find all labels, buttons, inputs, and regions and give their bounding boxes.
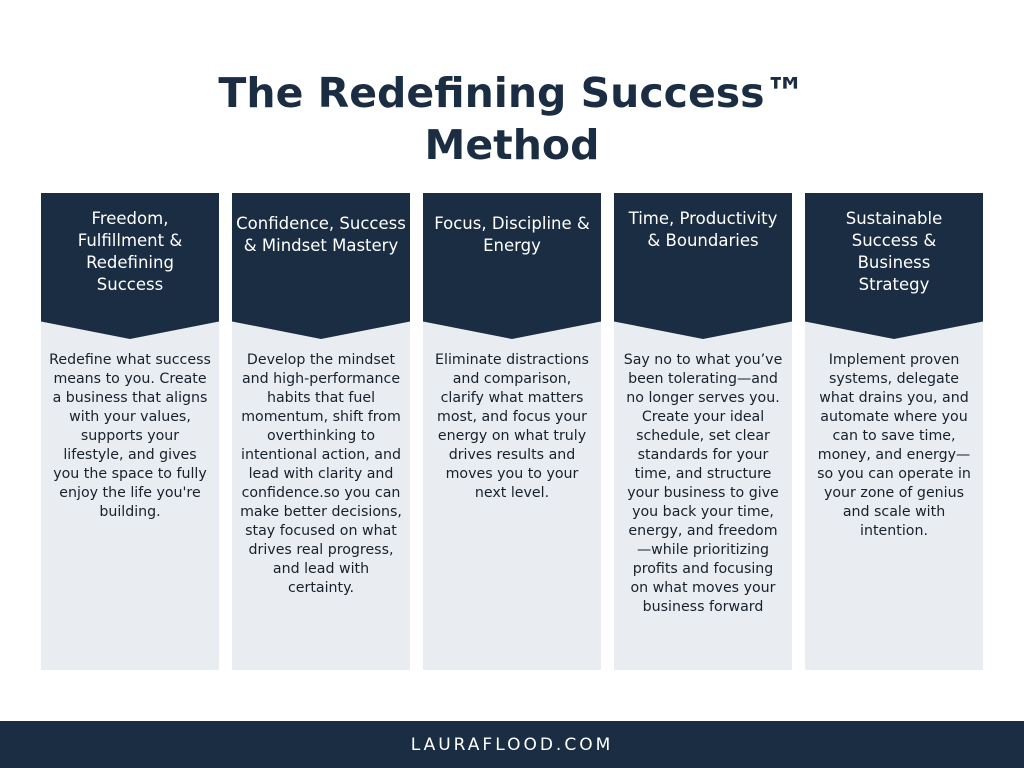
column-header-banner [614,193,792,339]
column-description: Implement proven systems, delegate what … [817,352,971,539]
method-column-1: Freedom, Fulfillment & Redefining Succes… [41,193,219,670]
footer-bar: LAURAFLOOD.COM [0,721,1024,768]
page-title: The Redefining Success™ Method [0,67,1024,171]
column-description: Develop the mindset and high-performance… [240,352,402,596]
column-header-banner [423,193,601,339]
column-description: Say no to what you’ve been tolerating—an… [623,352,783,615]
column-heading: Focus, Discipline & Energy [434,214,590,255]
column-header-banner [232,193,410,339]
column-heading: Confidence, Success & Mindset Mastery [236,214,406,255]
column-header-banner [805,193,983,339]
column-heading: Freedom, Fulfillment & Redefining Succes… [77,209,183,294]
method-columns: Freedom, Fulfillment & Redefining Succes… [41,193,983,670]
column-header-banner [41,193,219,339]
page-title-line-1: The Redefining Success™ [218,69,806,118]
method-column-4: Time, Productivity & Boundaries Say no t… [614,193,792,670]
column-heading: Time, Productivity & Boundaries [628,209,778,250]
website-link[interactable]: LAURAFLOOD.COM [410,734,614,755]
column-description: Eliminate distractions and comparison, c… [435,352,589,501]
method-column-2: Confidence, Success & Mindset Mastery De… [232,193,410,670]
column-description: Redefine what success means to you. Crea… [49,352,211,520]
method-column-3: Focus, Discipline & Energy Eliminate dis… [423,193,601,670]
page-title-line-2: Method [424,121,600,170]
method-column-5: Sustainable Success & Business Strategy … [805,193,983,670]
column-heading: Sustainable Success & Business Strategy [845,209,943,294]
